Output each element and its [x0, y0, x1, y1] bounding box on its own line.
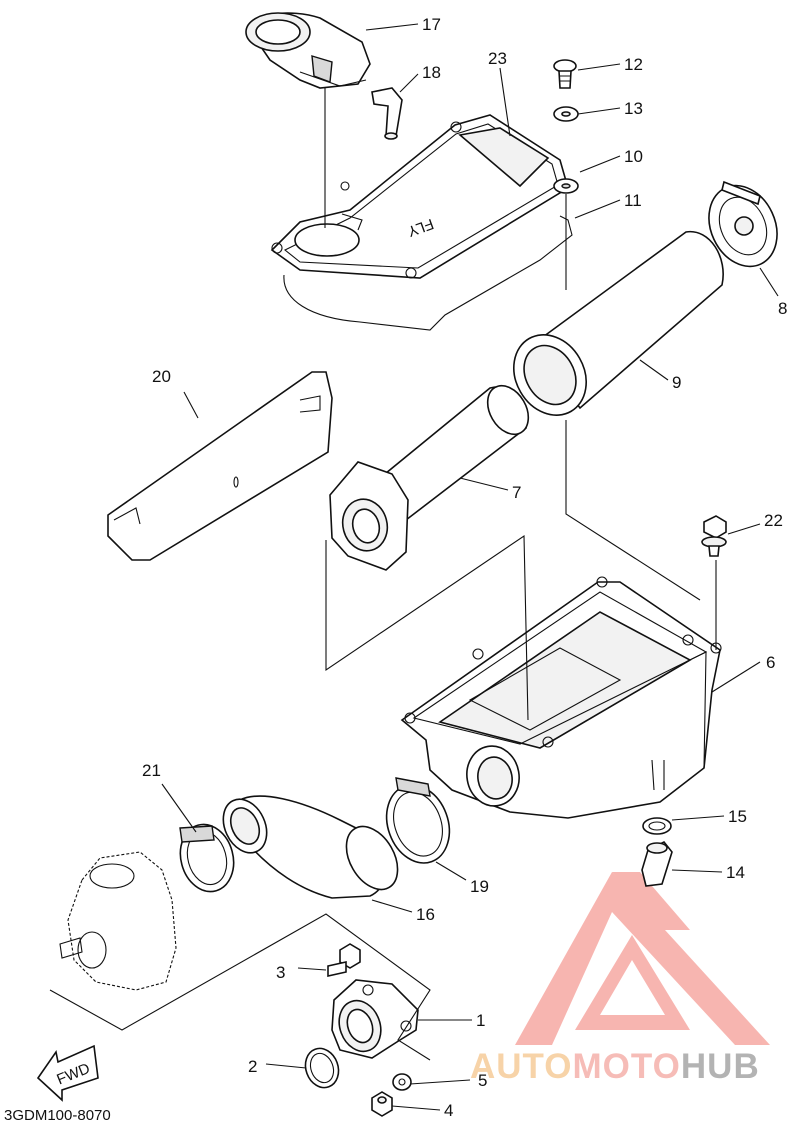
- intake-manifold: [331, 979, 419, 1059]
- grommet: [553, 178, 579, 194]
- label-18: 18: [422, 63, 441, 82]
- part-labels: 17 18 23 12 13 10 11 8 9 20 7 22 6 21 15…: [142, 15, 787, 1120]
- label-16: 16: [416, 905, 435, 924]
- filter-guide-tube: [329, 384, 530, 571]
- cover-screw: [553, 59, 577, 89]
- label-8: 8: [778, 299, 787, 318]
- label-6: 6: [766, 653, 775, 672]
- manifold-nut: [371, 1091, 393, 1117]
- label-13: 13: [624, 99, 643, 118]
- label-11: 11: [624, 191, 642, 210]
- drain-clip: [642, 817, 672, 835]
- manifold-washer: [392, 1073, 412, 1091]
- carburetor-reference: [59, 851, 177, 991]
- leader-lines: [161, 23, 779, 1111]
- forward-direction-arrow: FWD: [36, 1044, 99, 1102]
- air-box-case: [400, 576, 722, 819]
- label-21: 21: [142, 761, 161, 780]
- filter-end-cap: [708, 180, 778, 268]
- watermark-hub: HUB: [681, 1047, 760, 1086]
- svg-text:AUTOMOTOHUB: AUTOMOTOHUB: [470, 1047, 760, 1086]
- watermark-auto: AUTO: [470, 1047, 573, 1086]
- label-23: 23: [488, 49, 507, 68]
- manifold-bolt: [327, 943, 361, 977]
- label-15: 15: [728, 807, 747, 826]
- watermark-text: AUTOMOTOHUB: [470, 1047, 760, 1086]
- watermark-moto: MOTO: [573, 1047, 681, 1086]
- label-14: 14: [726, 863, 745, 882]
- label-5: 5: [478, 1071, 487, 1090]
- label-4: 4: [444, 1101, 453, 1120]
- washer: [553, 106, 579, 122]
- drain-hose: [641, 840, 673, 887]
- label-20: 20: [152, 367, 171, 386]
- label-1: 1: [476, 1011, 485, 1030]
- manifold-o-ring: [304, 1047, 340, 1089]
- hose-clamp-large: [385, 777, 451, 864]
- air-box-cover: FLY: [270, 114, 569, 279]
- air-inlet-joint: [245, 12, 371, 89]
- label-9: 9: [672, 373, 681, 392]
- label-12: 12: [624, 55, 643, 74]
- label-10: 10: [624, 147, 643, 166]
- label-3: 3: [276, 963, 285, 982]
- hose-clamp-small: [179, 823, 235, 893]
- diagram-code: 3GDM100-8070: [4, 1107, 111, 1124]
- label-2: 2: [248, 1057, 257, 1076]
- air-intake-joint-hose: [222, 795, 399, 899]
- air-filter-element: [513, 230, 724, 416]
- breather-hose: [371, 87, 403, 140]
- label-17: 17: [422, 15, 441, 34]
- label-7: 7: [512, 483, 521, 502]
- air-box-cover-gasket: [283, 215, 573, 331]
- label-22: 22: [764, 511, 783, 530]
- watermark-logo: [515, 872, 770, 1045]
- filter-plate: [107, 371, 333, 561]
- label-19: 19: [470, 877, 489, 896]
- case-bolt: [701, 515, 727, 557]
- assembly-lines: [49, 88, 717, 1061]
